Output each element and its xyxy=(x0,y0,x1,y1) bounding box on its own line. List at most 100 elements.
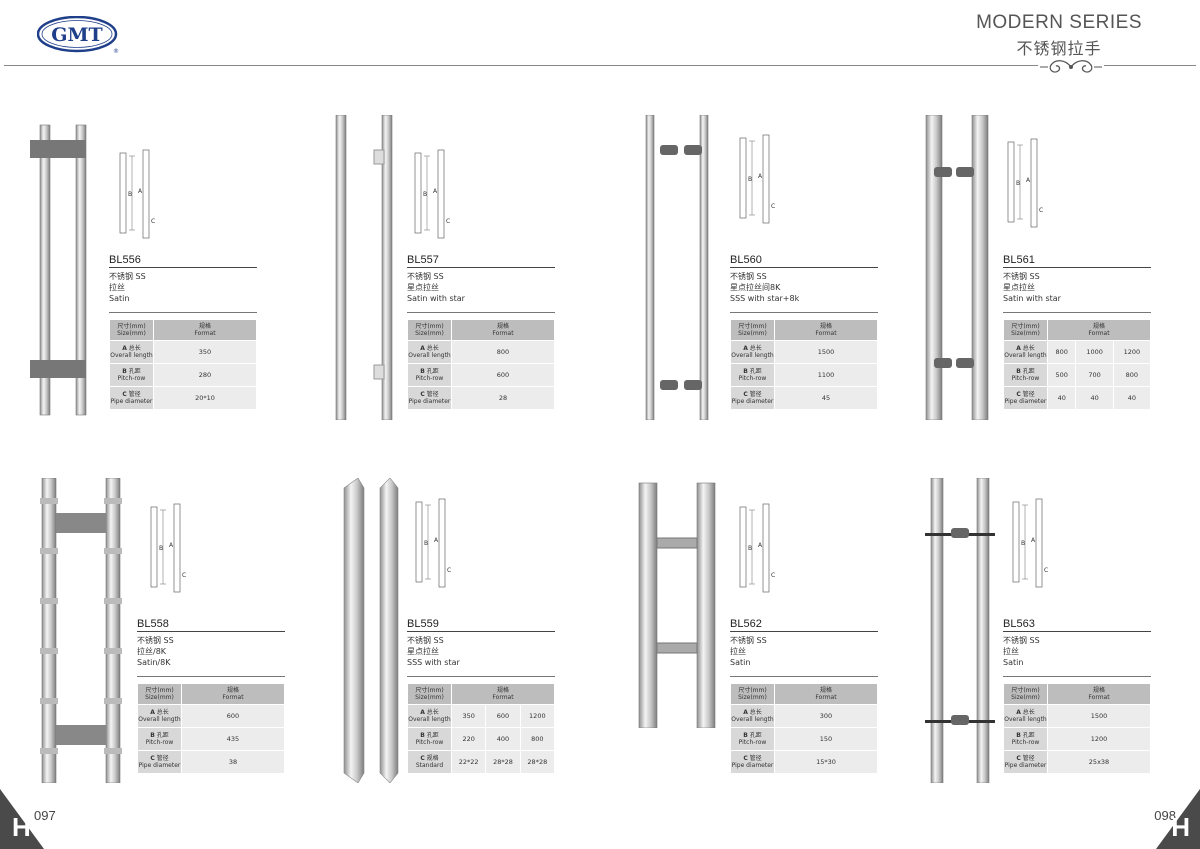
model-number: BL562 xyxy=(730,618,878,632)
dimension-value: 600 xyxy=(451,363,555,387)
model-number: BL561 xyxy=(1003,254,1151,268)
description-line: 不锈钢 SS xyxy=(407,636,444,645)
dimension-value: 40 xyxy=(1075,386,1114,410)
description-line: 不锈钢 SS xyxy=(1003,272,1040,281)
page-number-right: 098 xyxy=(1154,808,1176,823)
description-line: 星点拉丝间8K xyxy=(730,283,781,292)
description-line: 不锈钢 SS xyxy=(730,272,767,281)
description-line: 星点拉丝 xyxy=(1003,283,1035,292)
svg-text:B: B xyxy=(1021,540,1025,547)
dimension-value: 45 xyxy=(774,386,878,410)
material-description: 不锈钢 SS 星点拉丝 SSS with star xyxy=(407,635,555,677)
ornament-icon xyxy=(1038,58,1104,76)
dimension-value: 350 xyxy=(153,340,257,364)
dimension-value: 800 xyxy=(451,340,555,364)
description-line: Satin/8K xyxy=(137,658,171,667)
description-line: 拉丝 xyxy=(1003,647,1019,656)
svg-text:B: B xyxy=(748,176,752,183)
svg-text:A: A xyxy=(433,188,438,195)
description-line: 星点拉丝 xyxy=(407,647,439,656)
svg-text:C: C xyxy=(151,218,155,225)
size-header: 尺寸(mm)Size(mm) xyxy=(730,319,775,341)
dimension-value: 1100 xyxy=(774,363,878,387)
dimension-value: 400 xyxy=(485,727,521,751)
svg-text:A: A xyxy=(169,542,174,549)
size-header: 尺寸(mm)Size(mm) xyxy=(1003,319,1048,341)
description-line: Satin xyxy=(109,294,130,303)
model-number: BL558 xyxy=(137,618,285,632)
svg-text:B: B xyxy=(424,540,428,547)
svg-text:C: C xyxy=(1039,207,1043,214)
svg-text:C: C xyxy=(771,572,775,579)
svg-text:B: B xyxy=(128,191,132,198)
handle-image xyxy=(640,114,715,424)
description-line: 不锈钢 SS xyxy=(730,636,767,645)
dimension-value: 500 xyxy=(1046,363,1077,387)
description-line: Satin xyxy=(1003,658,1024,667)
svg-text:GMT: GMT xyxy=(51,24,102,46)
dimension-value: 20*10 xyxy=(153,386,257,410)
dimension-value: 300 xyxy=(774,704,878,728)
gmt-logo: GMT ® xyxy=(37,16,119,54)
dimension-value: 28*28 xyxy=(485,750,521,774)
description-line: SSS with star xyxy=(407,658,460,667)
model-number: BL556 xyxy=(109,254,257,268)
dimension-value: 28 xyxy=(451,386,555,410)
svg-text:B: B xyxy=(159,545,163,552)
dimension-value: 22*22 xyxy=(450,750,487,774)
model-number: BL563 xyxy=(1003,618,1151,632)
svg-text:B: B xyxy=(748,545,752,552)
description-line: 不锈钢 SS xyxy=(137,636,174,645)
series-title-en: MODERN SERIES xyxy=(976,12,1142,33)
description-line: Satin xyxy=(730,658,751,667)
description-line: Satin with star xyxy=(407,294,465,303)
section-letter-left: H xyxy=(12,812,31,842)
svg-text:A: A xyxy=(758,173,763,180)
handle-image xyxy=(922,114,992,424)
svg-text:A: A xyxy=(1026,177,1031,184)
svg-text:B: B xyxy=(1016,180,1020,187)
series-title: MODERN SERIES 不锈钢拉手 xyxy=(976,12,1142,59)
dimension-value: 150 xyxy=(774,727,878,751)
dimension-value: 1200 xyxy=(1047,727,1151,751)
handle-image xyxy=(637,478,717,732)
description-line: 不锈钢 SS xyxy=(1003,636,1040,645)
dimension-value: 25x38 xyxy=(1047,750,1151,774)
size-header: 尺寸(mm)Size(mm) xyxy=(407,319,452,341)
description-line: 不锈钢 SS xyxy=(407,272,444,281)
